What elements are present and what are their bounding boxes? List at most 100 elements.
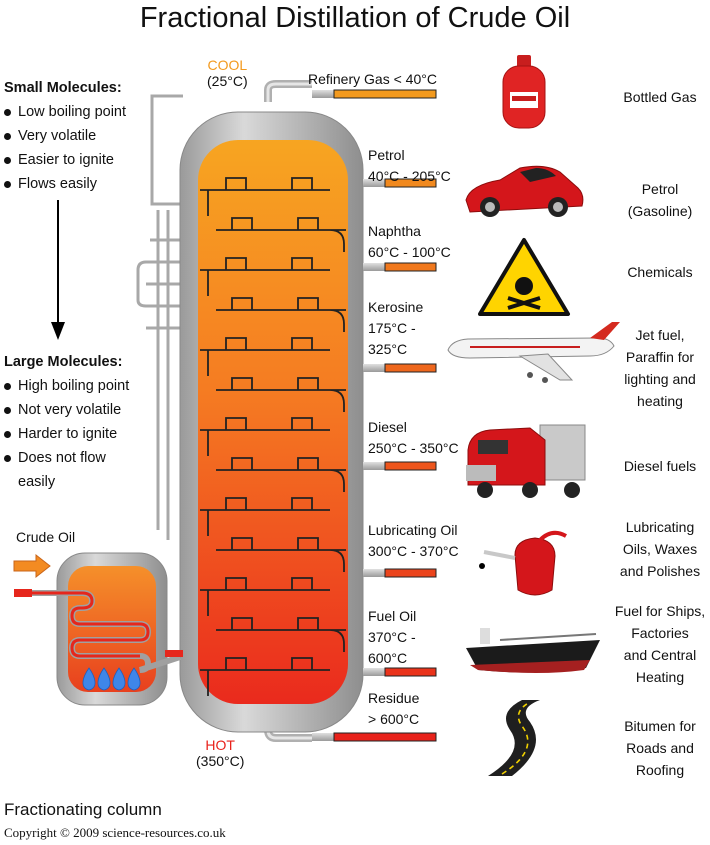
column-tray (200, 657, 330, 696)
boiler (14, 552, 183, 706)
fraction-name: Petrol (368, 147, 405, 163)
outlet-pipe (312, 90, 334, 98)
column-tray (200, 577, 330, 616)
large-molecules-panel: Large Molecules: High boiling point Not … (4, 350, 129, 494)
outlet-pipe (312, 733, 334, 741)
outlet-stream (384, 667, 437, 677)
oil-can-icon (479, 530, 567, 596)
fraction-use-line: and Central (623, 647, 697, 663)
column-tray (216, 537, 346, 572)
fraction-use-line: Chemicals (627, 264, 693, 280)
outlet-pipe (363, 569, 385, 577)
column-tray (216, 617, 346, 652)
fraction-name: Kerosine (368, 299, 424, 315)
outlet-pipe (363, 263, 385, 271)
fraction-range: > 600°C (368, 711, 420, 727)
outlet-stream (384, 262, 437, 272)
outlet-stream (384, 178, 437, 188)
fraction-use-line: Jet fuel, (635, 327, 685, 343)
fraction-use-line: Factories (631, 625, 689, 641)
fraction-label: Fuel Oil 370°C - 600°C (368, 606, 416, 669)
fraction-name: Naphtha (368, 223, 421, 239)
outlet-pipes (312, 89, 437, 742)
fraction-use: Jet fuel, Paraffin for lighting and heating (580, 324, 710, 412)
fraction-range: 370°C - (368, 629, 416, 645)
cool-temperature-label: COOL (207, 57, 248, 73)
fraction-range: 60°C - 100°C (368, 244, 451, 260)
outlet-stream (384, 568, 437, 578)
cool-label: COOL (25°C) (207, 57, 248, 89)
small-molecules-item: Flows easily (4, 172, 126, 196)
hot-label: HOT (350°C) (196, 737, 244, 769)
fraction-label: Diesel 250°C - 350°C (368, 417, 459, 459)
gas-cylinder-icon (502, 55, 546, 129)
fraction-range: 250°C - 350°C (368, 440, 459, 456)
column-tray (216, 377, 346, 412)
crude-oil-arrow-icon (13, 553, 51, 579)
hot-temperature-value: (350°C) (196, 753, 245, 769)
fraction-range: 300°C - 370°C (368, 543, 459, 559)
outlet-stream (384, 363, 437, 373)
diagram-title: Fractional Distillation of Crude Oil (139, 2, 571, 34)
fraction-use-line: Roofing (635, 762, 685, 778)
small-molecules-item: Easier to ignite (4, 148, 126, 172)
airplane-icon (447, 322, 620, 383)
large-molecules-heading: Large Molecules: (4, 354, 123, 370)
fraction-use: Bottled Gas (580, 86, 710, 108)
outlet-pipe (363, 462, 385, 470)
fraction-use-line: heating (637, 393, 683, 409)
fraction-use: Chemicals (580, 261, 710, 283)
large-molecules-item: easily (18, 474, 56, 490)
flame-icon (82, 667, 141, 691)
column-tray (200, 257, 330, 296)
column-tray (216, 457, 346, 492)
hazard-sign-icon (478, 238, 570, 316)
column-interior (198, 140, 348, 704)
fraction-use-line: Bitumen for (624, 718, 696, 734)
fraction-use: Diesel fuels (580, 455, 710, 477)
truck-icon (466, 424, 586, 498)
road-icon (488, 700, 540, 776)
fraction-name: Refinery Gas < 40°C (308, 71, 437, 87)
fraction-use-line: (Gasoline) (627, 203, 693, 219)
ship-icon (466, 628, 600, 673)
fraction-use-line: Paraffin for (625, 349, 695, 365)
fraction-use-line: Diesel fuels (623, 458, 697, 474)
fraction-use-line: Fuel for Ships, (614, 603, 706, 619)
column-tray (200, 337, 330, 376)
column-tray (216, 297, 346, 332)
top-pipe (264, 80, 312, 102)
small-molecules-panel: Small Molecules: Low boiling point Very … (4, 76, 126, 196)
fraction-use-line: Bottled Gas (623, 89, 697, 105)
hot-temperature-label: HOT (205, 737, 235, 753)
fraction-name: Residue (368, 690, 420, 706)
fraction-range: 40°C - 205°C (368, 168, 451, 184)
fraction-use-line: Heating (635, 669, 685, 685)
large-molecules-item: Does not flow (4, 446, 129, 470)
column-trays (200, 177, 346, 696)
car-icon (465, 165, 584, 217)
small-molecules-heading: Small Molecules: (4, 80, 122, 96)
outlet-pipe (363, 364, 385, 372)
small-molecules-item: Very volatile (4, 124, 126, 148)
fraction-name: Diesel (368, 419, 407, 435)
fraction-range2: 600°C (368, 650, 408, 666)
fraction-name: Lubricating Oil (368, 522, 458, 538)
outlet-pipe (363, 668, 385, 676)
fraction-range: 175°C - (368, 320, 416, 336)
small-molecules-item: Low boiling point (4, 100, 126, 124)
down-arrow-icon (51, 200, 65, 340)
fraction-use-line: and Polishes (619, 563, 701, 579)
ladder-structure (136, 94, 183, 540)
column-tray (216, 217, 346, 252)
column-tray (200, 177, 330, 216)
fraction-use-line: lighting and (624, 371, 696, 387)
outlet-stream (333, 732, 437, 742)
fraction-label: Naphtha 60°C - 100°C (368, 221, 451, 263)
fraction-name: Fuel Oil (368, 608, 417, 624)
